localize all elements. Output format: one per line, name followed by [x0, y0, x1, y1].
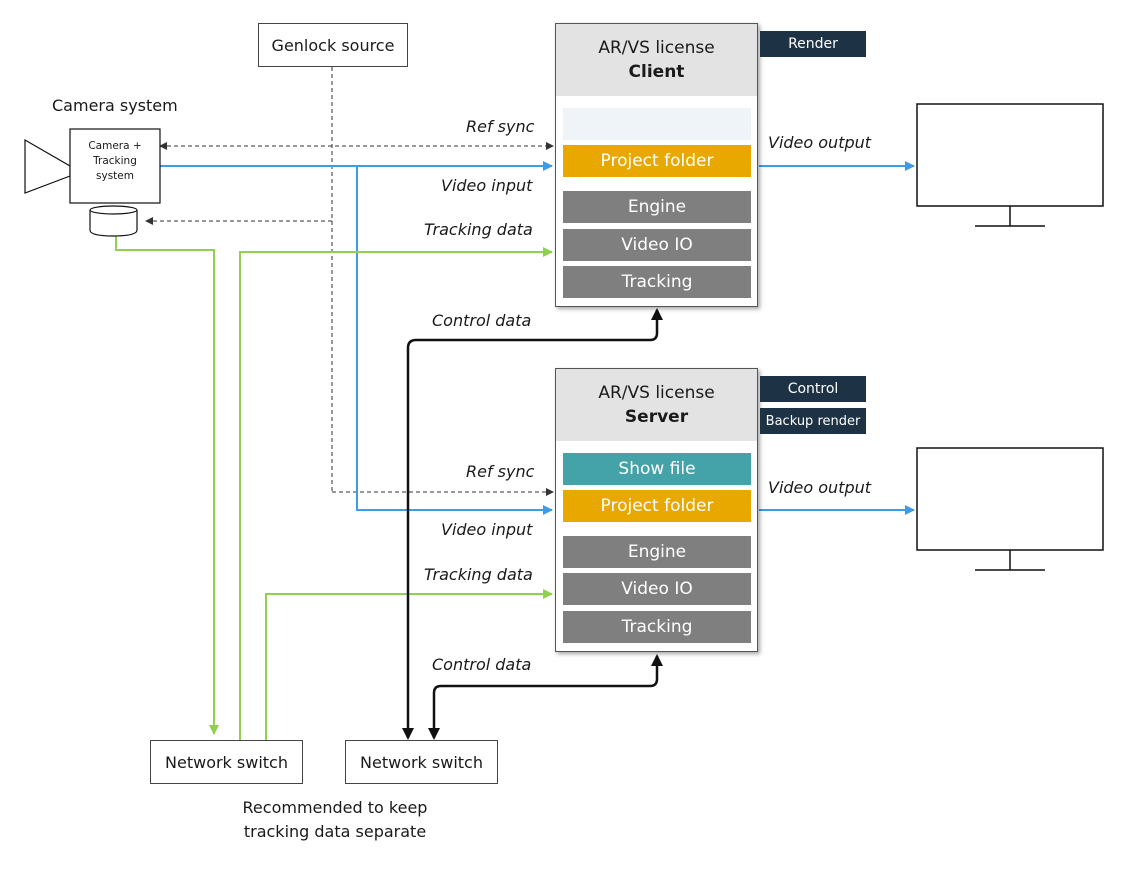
video-input-label-client: Video input	[441, 176, 533, 195]
recommendation-line-2: tracking data separate	[243, 822, 427, 841]
server-tag-control: Control	[760, 376, 866, 402]
server-video-io: Video IO	[563, 573, 751, 605]
tracking-data-label-server: Tracking data	[424, 565, 533, 584]
monitor-icon-server	[916, 447, 1104, 571]
server-tag-backup-render: Backup render	[760, 408, 866, 434]
client-empty-slot	[563, 108, 751, 140]
server-engine: Engine	[563, 536, 751, 568]
client-license-label: AR/VS license	[598, 38, 715, 58]
server-node: AR/VS license Server Show file Project f…	[555, 368, 758, 652]
camera-inner-line-3: system	[96, 170, 134, 182]
ref-sync-label-server: Ref sync	[466, 462, 535, 481]
server-role-label: Server	[624, 407, 689, 427]
client-header: AR/VS license Client	[556, 24, 757, 96]
video-output-label-server: Video output	[768, 478, 872, 497]
client-project-folder: Project folder	[563, 145, 751, 177]
video-input-lines	[160, 161, 553, 515]
server-project-folder: Project folder	[563, 490, 751, 522]
camera-tracking-label: Camera + Tracking system	[71, 139, 159, 184]
recommendation-note: Recommended to keep tracking data separa…	[200, 796, 470, 844]
network-switch-tracking-label: Network switch	[165, 752, 288, 772]
recommendation-line-1: Recommended to keep	[242, 798, 428, 817]
client-tag-render: Render	[760, 31, 866, 57]
control-data-lines	[402, 308, 663, 740]
tracking-data-label-client: Tracking data	[424, 220, 533, 239]
monitor-icon-client	[916, 103, 1104, 227]
control-data-label-client: Control data	[432, 311, 532, 330]
client-role-label: Client	[628, 62, 685, 82]
camera-inner-line-1: Camera +	[88, 140, 142, 152]
network-switch-control-label: Network switch	[360, 752, 483, 772]
ref-sync-label-client: Ref sync	[466, 117, 535, 136]
client-tracking: Tracking	[563, 266, 751, 298]
camera-inner-line-2: Tracking	[93, 155, 137, 167]
genlock-source-label: Genlock source	[271, 35, 395, 55]
camera-system-title: Camera system	[52, 96, 178, 115]
client-node: AR/VS license Client Project folder Engi…	[555, 23, 758, 307]
network-switch-tracking: Network switch	[150, 740, 303, 784]
video-output-label-client: Video output	[768, 133, 872, 152]
control-data-label-server: Control data	[432, 655, 532, 674]
server-show-file: Show file	[563, 453, 751, 485]
server-tracking: Tracking	[563, 611, 751, 643]
client-engine: Engine	[563, 191, 751, 223]
network-switch-control: Network switch	[345, 740, 498, 784]
server-license-label: AR/VS license	[598, 383, 715, 403]
video-input-label-server: Video input	[441, 520, 533, 539]
genlock-source-box: Genlock source	[258, 23, 408, 67]
client-video-io: Video IO	[563, 229, 751, 261]
camera-icon	[24, 128, 161, 237]
server-header: AR/VS license Server	[556, 369, 757, 441]
video-output-lines	[759, 161, 915, 515]
